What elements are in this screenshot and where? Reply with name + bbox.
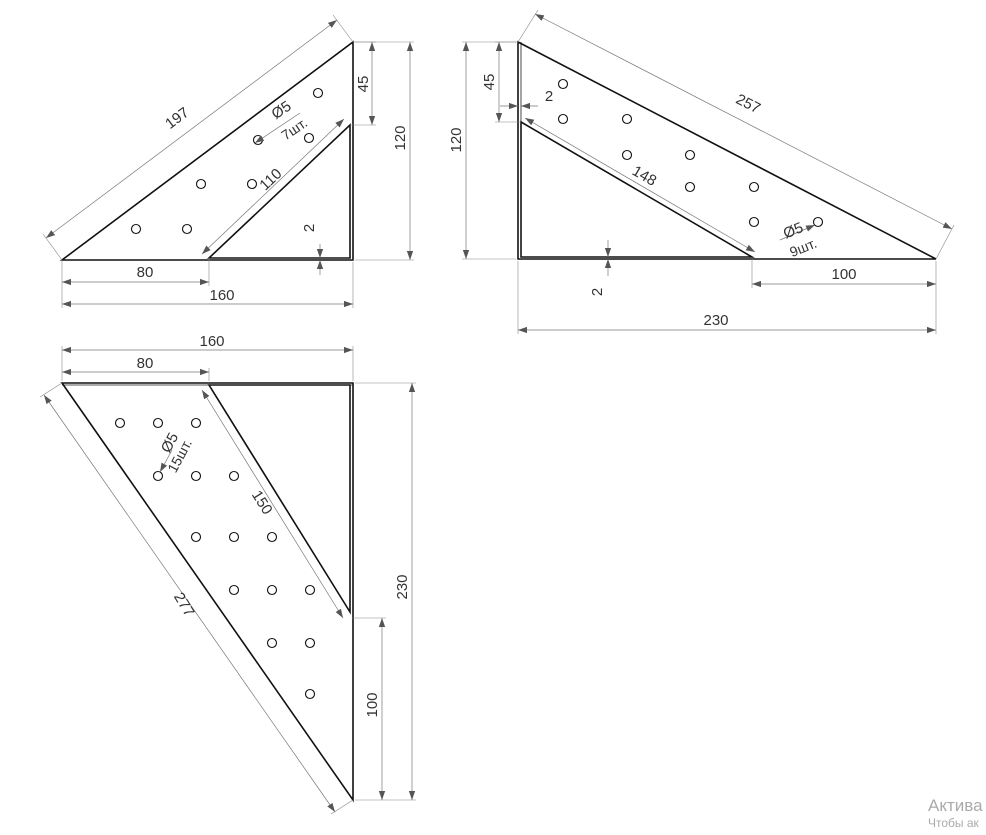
hole [304, 688, 316, 700]
hole [228, 584, 240, 596]
hole [557, 78, 569, 90]
hole [748, 181, 760, 193]
watermark-subtitle: Чтобы ак [928, 816, 979, 830]
view1-dim-2: 2 [301, 224, 318, 232]
hole [621, 149, 633, 161]
hole [266, 637, 278, 649]
view2-dim-2-top: 2 [545, 88, 553, 105]
view1-dim-120: 120 [392, 125, 409, 150]
view3-hole-leader [159, 449, 173, 473]
view1-dim-197: 197 [162, 104, 192, 133]
ext-line [935, 224, 955, 260]
hole [152, 417, 164, 429]
hole [304, 584, 316, 596]
view-3: 160 80 150 277 230 100 Ø5 15шт. [39, 333, 416, 815]
hole [190, 531, 202, 543]
view2-hole-leader [779, 224, 816, 241]
hole [557, 113, 569, 125]
hole [312, 87, 324, 99]
hole [684, 149, 696, 161]
view3-dim-150: 150 [248, 487, 276, 517]
view3-dim-80: 80 [137, 355, 154, 372]
view2-dim-230: 230 [703, 312, 728, 329]
hole [228, 531, 240, 543]
view2-dim-148-line [524, 117, 756, 253]
hole [228, 470, 240, 482]
ext-line [39, 382, 63, 398]
view2-dim-100: 100 [831, 266, 856, 283]
hole [252, 134, 264, 146]
ext-line [517, 9, 539, 43]
hole [266, 584, 278, 596]
view3-dim-277: 277 [170, 590, 197, 620]
view2-holes [557, 78, 824, 228]
view2-dim-257-line [534, 13, 953, 230]
view3-holes [114, 417, 316, 700]
view1-dim-80: 80 [137, 264, 154, 281]
view2-dim-120: 120 [448, 127, 465, 152]
hole [621, 113, 633, 125]
view2-dim-148: 148 [629, 162, 659, 189]
view1-dim-197-line [45, 19, 338, 239]
view-2: 45 120 2 257 148 2 100 230 Ø5 9 [448, 9, 955, 334]
view1-hole-leader [254, 112, 301, 144]
hole [114, 417, 126, 429]
hole [130, 223, 142, 235]
hole [304, 637, 316, 649]
ext-line [42, 233, 63, 261]
hole [181, 223, 193, 235]
view2-dim-257: 257 [733, 91, 763, 118]
hole [246, 178, 258, 190]
hole [195, 178, 207, 190]
view3-dim-277-line [43, 394, 336, 813]
view2-dim-2-bottom: 2 [589, 288, 606, 296]
view1-holes [130, 87, 324, 235]
hole [190, 417, 202, 429]
view3-dim-100: 100 [364, 692, 381, 717]
activation-watermark: Актива Чтобы ак [928, 796, 986, 831]
view1-dim-160: 160 [209, 287, 234, 304]
hole [152, 470, 164, 482]
ext-line [330, 799, 354, 815]
hole [190, 470, 202, 482]
watermark-title: Актива [928, 796, 983, 815]
hole [684, 181, 696, 193]
view1-dim-45: 45 [355, 76, 372, 93]
view-1: 197 45 120 110 2 80 160 Ø5 7шт. [42, 14, 414, 308]
hole [303, 132, 315, 144]
view3-dim-160: 160 [199, 333, 224, 350]
hole [748, 216, 760, 228]
view3-dim-230: 230 [394, 574, 411, 599]
view1-dim-110-line [201, 118, 345, 255]
hole [266, 531, 278, 543]
ext-line [332, 14, 354, 43]
view2-dim-45: 45 [481, 74, 498, 91]
